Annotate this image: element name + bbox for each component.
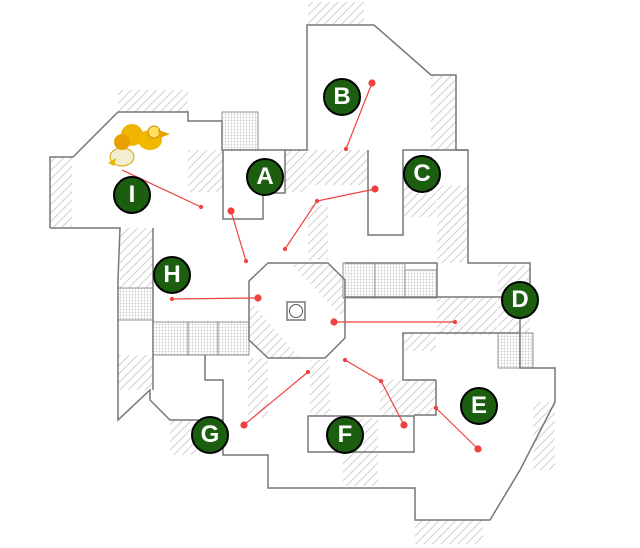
octagon-center-icon	[289, 304, 303, 318]
marker-i[interactable]: I	[113, 176, 151, 214]
marker-a[interactable]: A	[246, 158, 284, 196]
marker-b[interactable]: B	[323, 78, 361, 116]
marker-h[interactable]: H	[153, 256, 191, 294]
marker-d[interactable]: D	[501, 281, 539, 319]
marker-g[interactable]: G	[191, 416, 229, 454]
golden-creature-icon[interactable]	[108, 124, 170, 167]
hatched-areas	[50, 2, 555, 544]
route-lines	[121, 79, 482, 453]
marker-e[interactable]: E	[460, 387, 498, 425]
marker-f[interactable]: F	[326, 416, 364, 454]
walls	[49, 24, 556, 521]
marker-c[interactable]: C	[403, 155, 441, 193]
